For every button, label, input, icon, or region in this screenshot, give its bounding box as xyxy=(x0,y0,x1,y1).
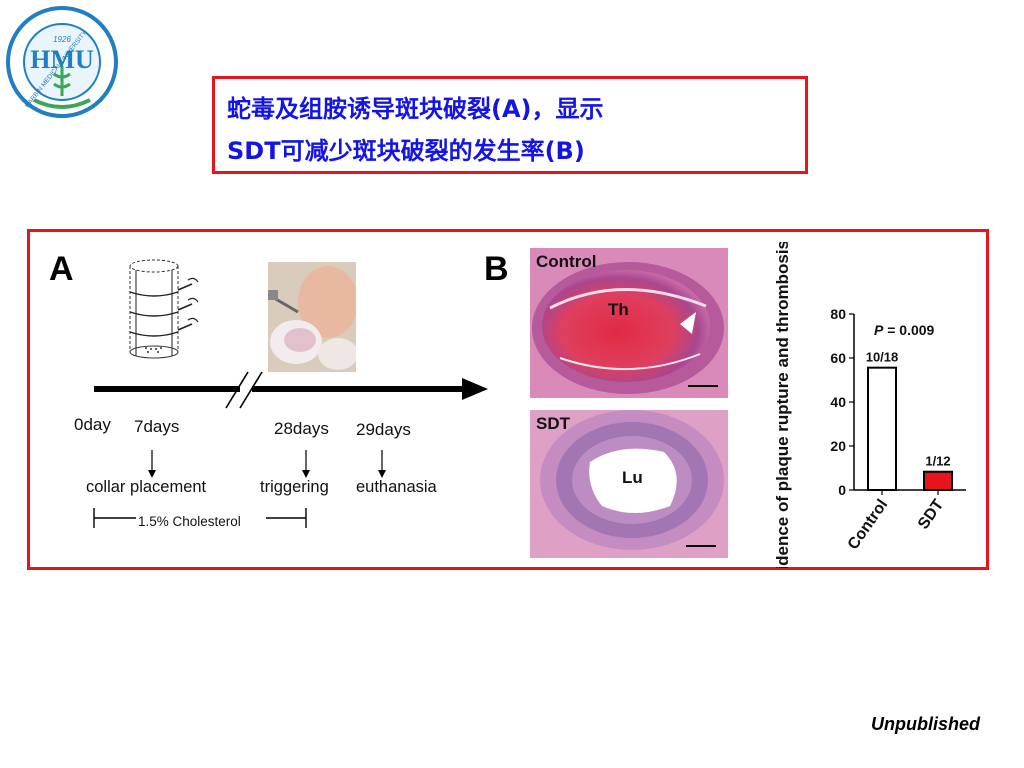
y-tick-label: 20 xyxy=(830,438,846,454)
event-collar-placement: collar placement xyxy=(86,478,207,496)
injection-photo xyxy=(268,262,356,372)
histology-sdt-inner-label: Lu xyxy=(622,468,643,487)
incidence-bar-chart: Incidence of plaque rupture and thrombos… xyxy=(773,242,966,568)
timeline xyxy=(93,371,488,528)
x-tick-label: Control xyxy=(845,497,892,553)
logo-monogram: HMU xyxy=(30,45,94,74)
timepoint-7days: 7days xyxy=(134,417,180,436)
bar-data-label: 10/18 xyxy=(866,350,899,365)
panel-a-letter: A xyxy=(49,250,74,288)
histology-sdt-label: SDT xyxy=(536,414,570,433)
logo-year: 1926 xyxy=(53,35,71,44)
p-symbol: P xyxy=(874,322,884,338)
bar-control xyxy=(867,366,897,491)
bar-sdt xyxy=(923,470,953,492)
bar-data-label: 1/12 xyxy=(925,454,950,469)
unpublished-note: Unpublished xyxy=(871,714,980,734)
histology-sdt: SDT Lu xyxy=(530,410,728,558)
title-line-1: 蛇毒及组胺诱导斑块破裂(A)，显示 xyxy=(227,95,604,123)
x-tick-label: SDT xyxy=(915,496,947,532)
y-axis-label: Incidence of plaque rupture and thrombos… xyxy=(773,242,792,568)
histology-control: Control Th xyxy=(530,248,728,398)
panel-b-letter: B xyxy=(484,250,509,288)
p-value-annotation: P = 0.009 xyxy=(874,322,934,338)
title-box: 蛇毒及组胺诱导斑块破裂(A)，显示 SDT可减少斑块破裂的发生率(B) xyxy=(212,76,808,174)
y-tick-label: 40 xyxy=(830,394,846,410)
title-line-2: SDT可减少斑块破裂的发生率(B) xyxy=(227,137,585,165)
university-logo: 1926 HMU HARBIN MEDICAL UNIVERSITY xyxy=(4,4,120,120)
timepoint-28days: 28days xyxy=(274,419,329,438)
histology-control-label: Control xyxy=(536,252,597,271)
y-tick-label: 80 xyxy=(830,306,846,322)
histology-control-inner-label: Th xyxy=(608,300,629,319)
p-value: = 0.009 xyxy=(883,322,935,338)
timepoint-0day: 0day xyxy=(74,415,111,434)
event-triggering: triggering xyxy=(260,478,329,496)
figure-frame: A xyxy=(27,229,989,570)
y-tick-label: 60 xyxy=(830,350,846,366)
collar-diagram xyxy=(129,259,199,359)
timepoint-29days: 29days xyxy=(356,420,411,439)
diet-label: 1.5% Cholesterol xyxy=(138,514,241,529)
event-euthanasia: euthanasia xyxy=(356,478,437,496)
y-tick-label: 0 xyxy=(838,482,846,498)
